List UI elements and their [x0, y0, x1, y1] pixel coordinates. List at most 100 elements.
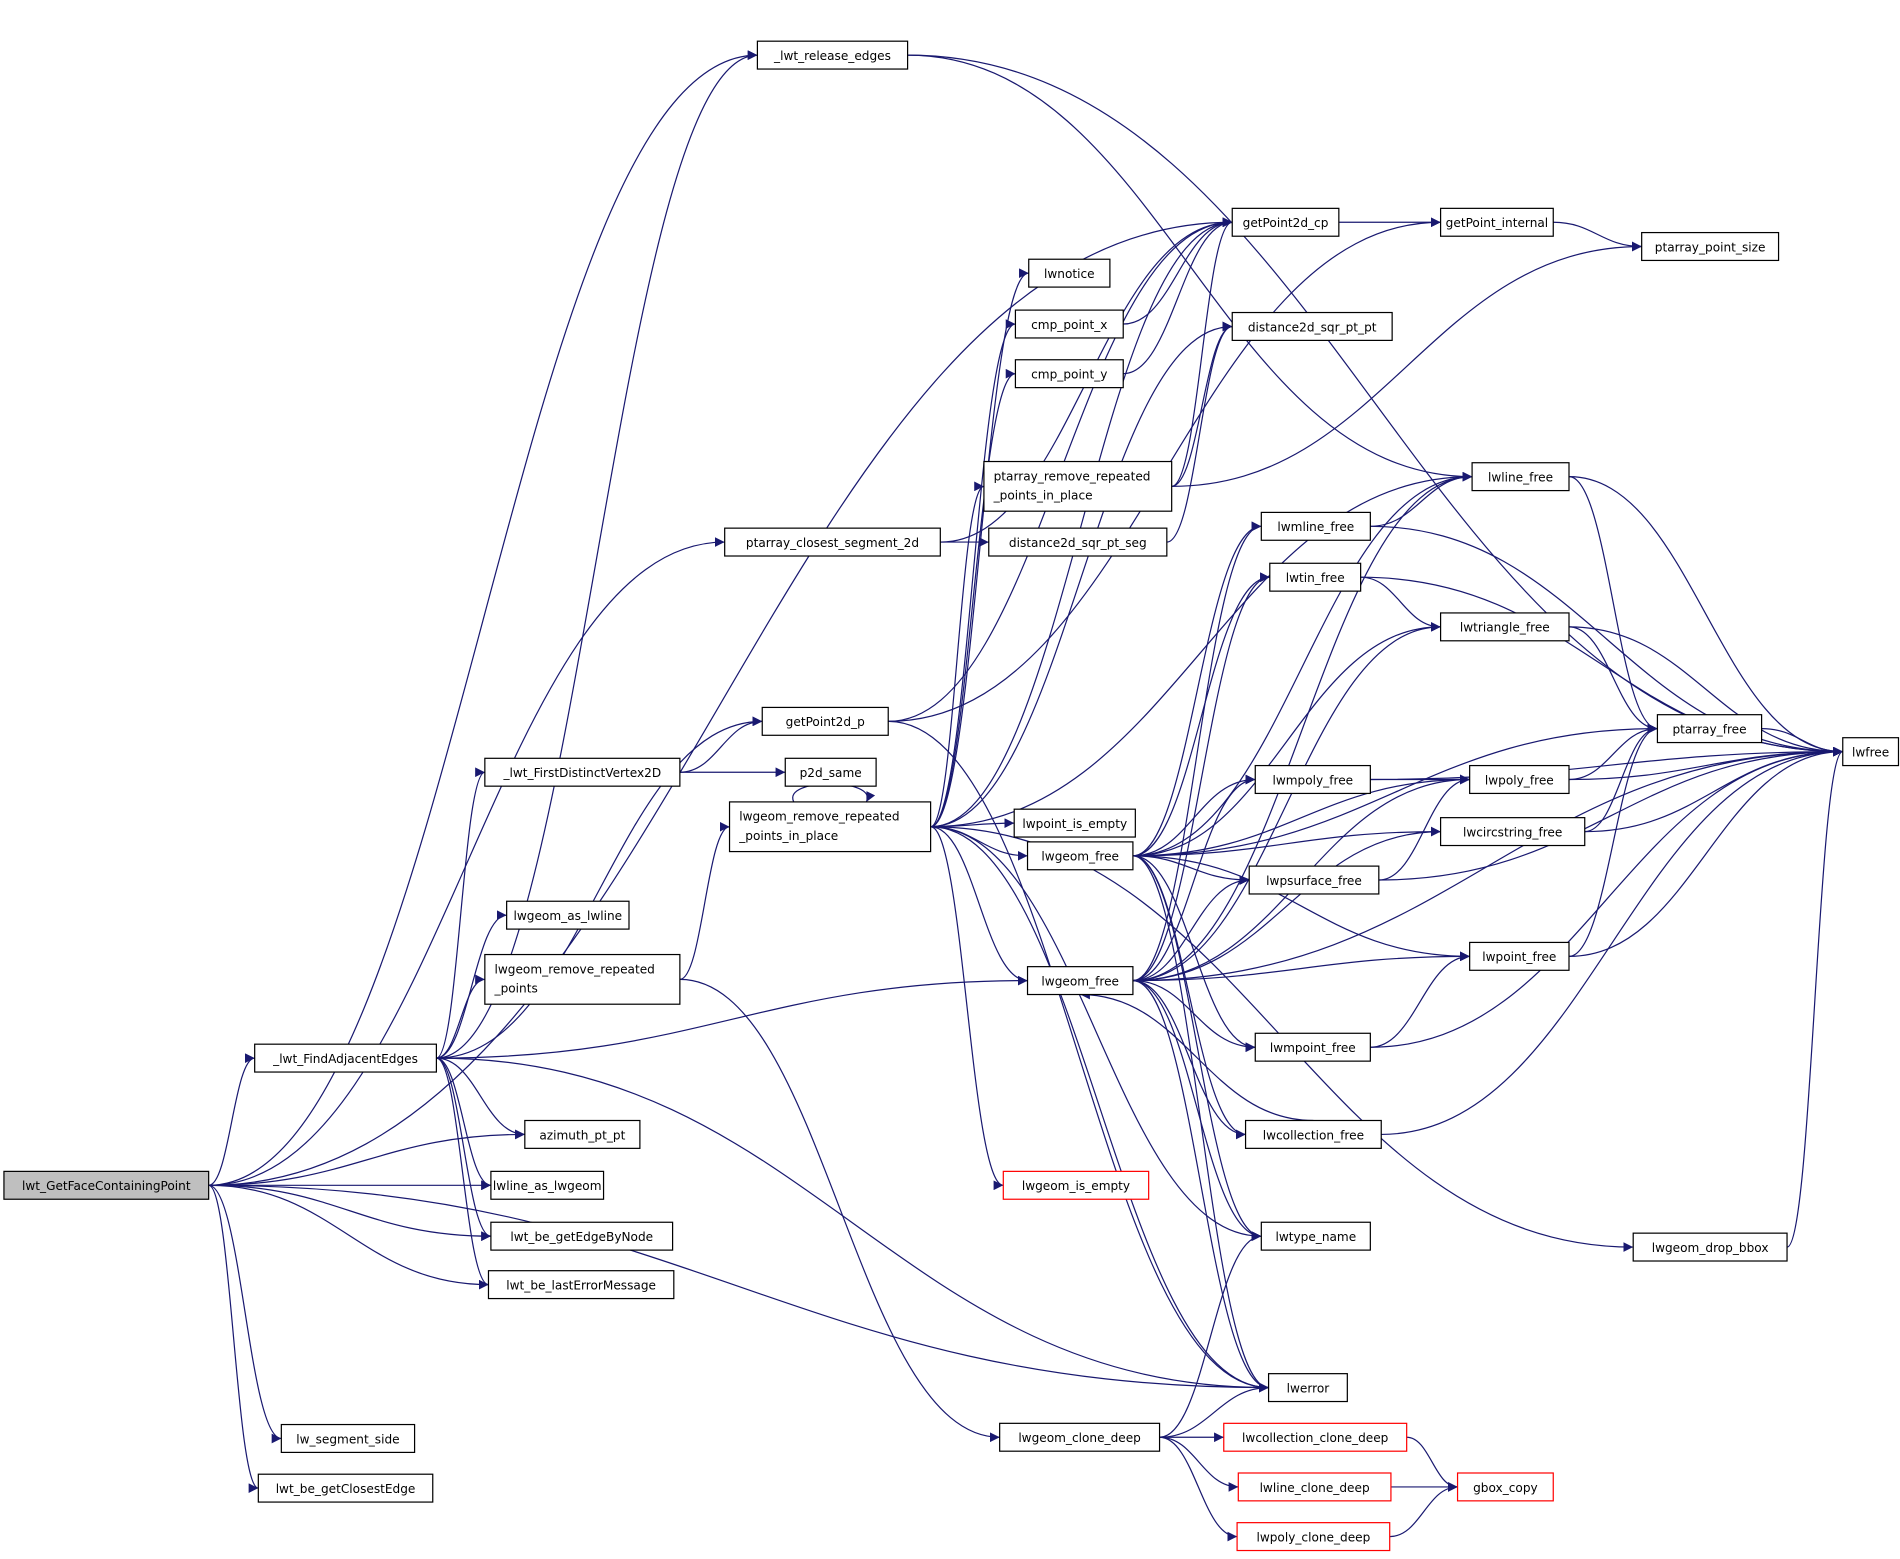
node-azimuth[interactable]: azimuth_pt_pt	[524, 1119, 641, 1149]
node-dropbbox[interactable]: lwgeom_drop_bbox	[1632, 1232, 1788, 1262]
node-lwtype_name[interactable]: lwtype_name	[1260, 1221, 1371, 1251]
node-label: lwt_be_getClosestEdge	[276, 1482, 416, 1496]
node-label: lwgeom_remove_repeated	[495, 962, 655, 976]
node-lwcollection_free[interactable]: lwcollection_free	[1244, 1119, 1382, 1149]
node-collclone[interactable]: lwcollection_clone_deep	[1223, 1422, 1408, 1452]
edge-lwgeom_free2-to-lwcollection_free	[1132, 979, 1246, 1140]
node-lwgeom_as_lwline[interactable]: lwgeom_as_lwline	[506, 900, 630, 930]
node-segside[interactable]: lw_segment_side	[280, 1423, 416, 1454]
node-d2ptseg[interactable]: distance2d_sqr_pt_seg	[988, 527, 1168, 557]
edge-cmpx-to-gp2dcp	[1123, 217, 1233, 325]
edge-d2ptseg-to-d2ptpt	[1166, 321, 1233, 543]
edge-clonedeep-to-lineclone	[1159, 1436, 1239, 1492]
node-box	[1260, 511, 1371, 541]
node-fae[interactable]: _lwt_FindAdjacentEdges	[254, 1043, 437, 1073]
edge-lgrrpip-to-lwline_free	[930, 471, 1473, 828]
node-p2dsame[interactable]: p2d_same	[784, 757, 877, 787]
node-lwpsurface_free[interactable]: lwpsurface_free	[1248, 865, 1380, 895]
node-box	[728, 801, 932, 853]
edge-root-to-segside	[208, 1184, 282, 1444]
node-ptrrp[interactable]: ptarray_remove_repeated_points_in_place	[983, 460, 1173, 512]
node-gpint[interactable]: getPoint_internal	[1439, 207, 1554, 237]
edge-collclone-to-gbox	[1406, 1436, 1458, 1492]
node-lwtriangle_free[interactable]: lwtriangle_free	[1439, 612, 1570, 642]
node-gp2dcp[interactable]: getPoint2d_cp	[1231, 207, 1340, 237]
node-lwline_as_lwgeom[interactable]: lwline_as_lwgeom	[490, 1170, 605, 1200]
node-ptsize[interactable]: ptarray_point_size	[1641, 231, 1780, 262]
node-label: lwtin_free	[1286, 571, 1345, 585]
node-lwfree[interactable]: lwfree	[1842, 737, 1900, 767]
node-lwerror[interactable]: lwerror	[1267, 1373, 1348, 1403]
node-lineclone[interactable]: lwline_clone_deep	[1237, 1472, 1392, 1502]
edge-release-to-lwfree	[907, 54, 1843, 757]
node-clonedeep[interactable]: lwgeom_clone_deep	[999, 1422, 1161, 1452]
node-box	[1632, 1232, 1788, 1262]
node-box	[1469, 764, 1570, 795]
node-label: lwgeom_free	[1041, 850, 1119, 864]
node-gbox[interactable]: gbox_copy	[1456, 1472, 1554, 1502]
node-lwpoint_free[interactable]: lwpoint_free	[1469, 941, 1570, 971]
edge-root-to-release	[208, 50, 758, 1186]
node-lwline_free[interactable]: lwline_free	[1471, 462, 1570, 492]
node-box	[1260, 1221, 1371, 1251]
node-box	[1244, 1119, 1382, 1149]
node-lasterr[interactable]: lwt_be_lastErrorMessage	[487, 1270, 675, 1300]
edge-fae-to-lwgeom_free2	[436, 975, 1028, 1059]
node-label: lwgeom_clone_deep	[1018, 1431, 1141, 1445]
edge-lwgeom_free2-to-lwtype_name	[1132, 979, 1262, 1241]
node-label: _points_in_place	[738, 829, 838, 843]
node-box	[1641, 231, 1780, 262]
node-cmpy[interactable]: cmp_point_y	[1014, 359, 1124, 389]
node-box	[1223, 1422, 1408, 1452]
edge-lwgeom_free2-to-lwmpoly_free	[1132, 774, 1256, 982]
node-lgrrp[interactable]: lwgeom_remove_repeated _points	[484, 953, 681, 1005]
node-label: lwpsurface_free	[1266, 874, 1362, 888]
edge-fae-to-getedgebynode	[436, 1057, 492, 1241]
node-lwmline_free[interactable]: lwmline_free	[1260, 511, 1371, 541]
edge-lgrrpip-to-ptrrp	[930, 481, 985, 828]
node-lwnotice[interactable]: lwnotice	[1028, 258, 1111, 288]
node-d2ptpt[interactable]: distance2d_sqr_pt_pt	[1231, 311, 1393, 341]
node-ptarray_free[interactable]: ptarray_free	[1656, 714, 1763, 744]
node-release[interactable]: _lwt_release_edges	[756, 40, 909, 70]
edge-fae-to-lwerror	[436, 1057, 1269, 1393]
node-box	[784, 757, 877, 787]
edge-lgrrpip-to-d2ptpt	[930, 321, 1233, 828]
node-label: _points	[494, 982, 538, 996]
edge-lwline_free-to-lwfree	[1568, 476, 1843, 757]
node-label: lwerror	[1287, 1381, 1330, 1395]
edge-lgrrpip-to-lwtype_name	[930, 826, 1262, 1241]
edge-ptrrp-to-gp2dcp	[1171, 217, 1233, 487]
node-label: lwcollection_clone_deep	[1242, 1431, 1389, 1445]
node-lwgeom_is_empty[interactable]: lwgeom_is_empty	[1002, 1170, 1150, 1200]
node-lwmpoly_free[interactable]: lwmpoly_free	[1254, 764, 1371, 795]
node-lwgeom_free1[interactable]: lwgeom_free	[1026, 841, 1134, 871]
node-polyclone[interactable]: lwpoly_clone_deep	[1236, 1522, 1391, 1552]
edge-lwtriangle_free-to-lwfree	[1568, 626, 1843, 757]
node-cmpx[interactable]: cmp_point_x	[1014, 309, 1124, 339]
node-ptcs2d[interactable]: ptarray_closest_segment_2d	[724, 527, 941, 557]
edge-dropbbox-to-lwfree	[1786, 746, 1844, 1248]
node-lwpoint_is_empty[interactable]: lwpoint_is_empty	[1013, 808, 1136, 838]
node-lwgeom_free2[interactable]: lwgeom_free	[1026, 966, 1134, 996]
node-lgrrpip[interactable]: lwgeom_remove_repeated_points_in_place	[728, 801, 932, 853]
node-label: lwgeom_is_empty	[1022, 1179, 1130, 1193]
node-gp2dp[interactable]: getPoint2d_p	[761, 706, 889, 736]
node-lwpoly_free[interactable]: lwpoly_free	[1469, 764, 1570, 795]
node-fdv[interactable]: _lwt_FirstDistinctVertex2D	[484, 757, 681, 787]
node-closestedge[interactable]: lwt_be_getClosestEdge	[257, 1473, 434, 1503]
node-label: lwpoint_free	[1482, 950, 1556, 964]
edge-lwtin_free-to-lwtriangle_free	[1360, 576, 1441, 632]
node-getedgebynode[interactable]: lwt_be_getEdgeByNode	[490, 1221, 674, 1251]
node-box	[1013, 808, 1136, 838]
node-lwcircstring_free[interactable]: lwcircstring_free	[1439, 817, 1586, 847]
node-lwmpoint_free[interactable]: lwmpoint_free	[1254, 1032, 1371, 1062]
node-root[interactable]: lwt_GetFaceContainingPoint	[3, 1170, 210, 1200]
edge-root-to-lasterr	[208, 1184, 489, 1290]
node-lwtin_free[interactable]: lwtin_free	[1269, 562, 1362, 592]
node-box	[1026, 841, 1134, 871]
edge-lwgeom_free2-to-lwmline_free	[1132, 521, 1262, 982]
edge-lgrrpip-to-cmpy	[930, 368, 1016, 828]
